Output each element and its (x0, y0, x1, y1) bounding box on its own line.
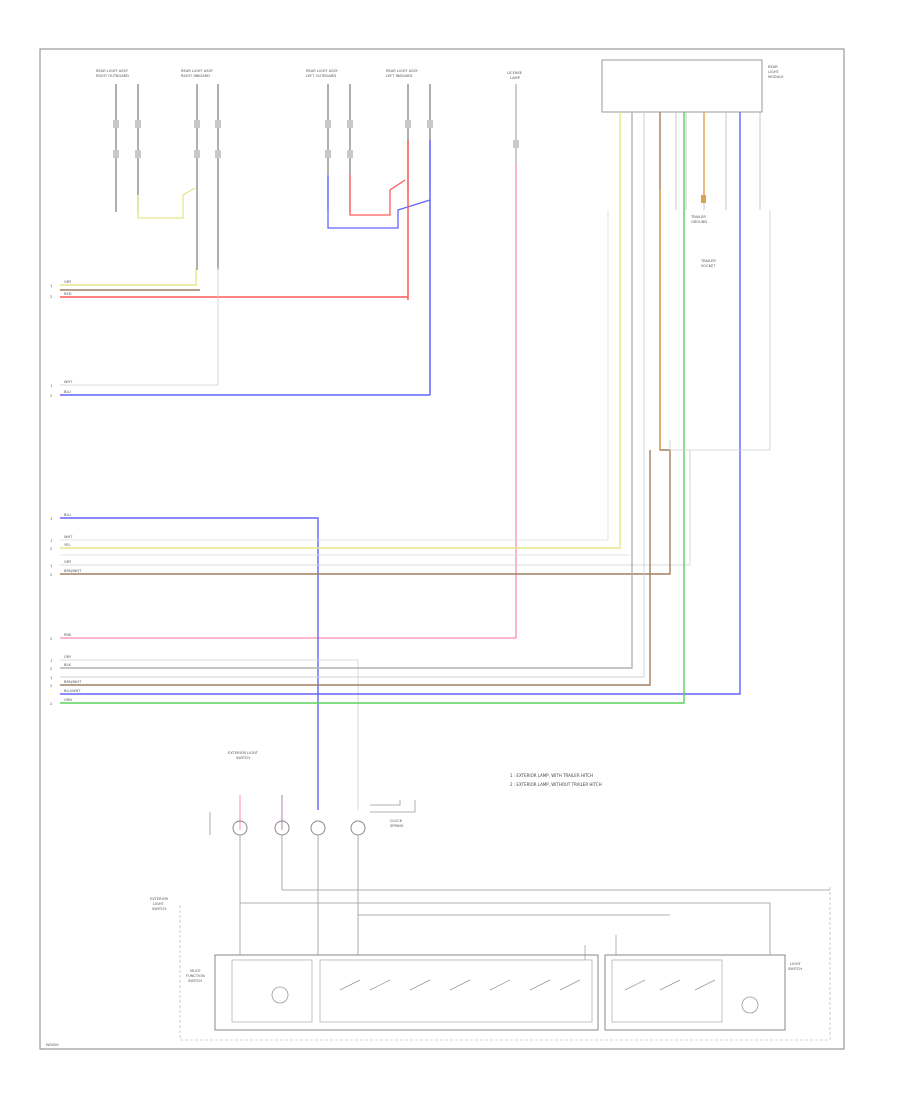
svg-text:2: 2 (50, 684, 52, 688)
svg-text:2: 2 (50, 667, 52, 671)
svg-text:REAR LIGHT ASSY: REAR LIGHT ASSY (306, 69, 339, 73)
svg-text:2: 2 (50, 573, 52, 577)
svg-text:LAMP: LAMP (510, 76, 521, 80)
svg-text:CLOCK: CLOCK (390, 819, 403, 823)
page-id-label: W0000 (46, 1043, 59, 1047)
svg-text:FUNCTION: FUNCTION (186, 974, 205, 978)
wire-label: YEL (64, 543, 70, 547)
svg-text:1: 1 (50, 539, 52, 543)
svg-text:1: 1 (50, 564, 52, 568)
svg-text:TRAILER: TRAILER (690, 215, 706, 219)
wire-label: BRN/WHT (64, 680, 82, 684)
note-1: 1 : EXTERIOR LAMP, WITH TRAILER HITCH (510, 773, 593, 778)
wire-label: BLU (64, 390, 71, 394)
svg-text:EXTERIOR: EXTERIOR (150, 897, 169, 901)
wire-label-group: GRY RED WHT BLU BLU WHT YEL GRY BRN/WHT … (64, 280, 82, 702)
svg-text:TRAILER: TRAILER (700, 259, 716, 263)
diagram-frame (39, 48, 845, 1050)
svg-text:SWITCH: SWITCH (236, 756, 250, 760)
svg-text:SWITCH: SWITCH (188, 979, 202, 983)
wire-label: GRY (64, 280, 72, 284)
light-switch-box: LIGHT SWITCH (604, 935, 802, 1031)
connector-top-left-group: REAR LIGHT ASSY RIGHT OUTBOARD REAR LIGH… (96, 69, 221, 270)
svg-text:1: 1 (50, 517, 52, 521)
svg-text:GROUND: GROUND (691, 220, 707, 224)
svg-text:REAR LIGHT ASSY: REAR LIGHT ASSY (386, 69, 419, 73)
svg-text:2: 2 (50, 637, 52, 641)
wire-label: PNK (64, 633, 72, 637)
wire-label: BRN/WHT (64, 569, 82, 573)
svg-text:2: 2 (50, 547, 52, 551)
wire-label: BLU/WHT (64, 689, 81, 693)
wire-label: BLU (64, 513, 71, 517)
wire-label: WHT (64, 380, 73, 384)
wire-label: GRY (64, 655, 72, 659)
svg-text:2: 2 (50, 702, 52, 706)
wire-label: WHT (64, 535, 73, 539)
notes-legend: 1 : EXTERIOR LAMP, WITH TRAILER HITCH 2 … (510, 773, 602, 787)
svg-text:SPRING: SPRING (390, 824, 404, 828)
wire-label: GRN (64, 698, 72, 702)
svg-text:EXTERIOR LIGHT: EXTERIOR LIGHT (228, 751, 259, 755)
svg-text:1: 1 (50, 284, 52, 288)
left-wire-tags: 1 2 1 2 1 1 2 1 2 2 1 2 1 2 2 (50, 284, 52, 706)
svg-text:2: 2 (50, 295, 52, 299)
svg-text:SWITCH: SWITCH (788, 967, 802, 971)
license-lamp-group: LICENSE LAMP (60, 71, 523, 639)
multi-function-switch-box: MULTI FUNCTION SWITCH (186, 945, 599, 1031)
rear-light-module: REAR LIGHT MODULE TRAILER GROUND TRAILER… (601, 59, 784, 268)
connector-label-right-inboard: REAR LIGHT ASSY (181, 69, 214, 73)
svg-text:MODULE: MODULE (768, 75, 784, 79)
switch-harness: EXTERIOR LIGHT SWITCH (150, 885, 831, 1041)
svg-text:1: 1 (50, 384, 52, 388)
svg-text:RIGHT OUTBOARD: RIGHT OUTBOARD (96, 74, 129, 78)
svg-text:1: 1 (50, 676, 52, 680)
svg-text:2: 2 (50, 394, 52, 398)
svg-text:SWITCH: SWITCH (152, 907, 166, 911)
svg-text:RIGHT INBOARD: RIGHT INBOARD (181, 74, 210, 78)
wire-label: RED (64, 292, 72, 296)
svg-text:LIGHT: LIGHT (153, 902, 165, 906)
svg-text:1: 1 (50, 659, 52, 663)
exterior-light-switch: EXTERIOR LIGHT SWITCH CLOCK SPRING (209, 751, 416, 955)
wire-label: GRY (64, 560, 72, 564)
svg-text:REAR: REAR (768, 65, 778, 69)
svg-text:LICENSE: LICENSE (507, 71, 523, 75)
connector-label-right-outboard: REAR LIGHT ASSY (96, 69, 129, 73)
svg-text:LIGHT: LIGHT (790, 962, 802, 966)
svg-text:LEFT INBOARD: LEFT INBOARD (386, 74, 412, 78)
connector-top-mid-group: REAR LIGHT ASSY LEFT OUTBOARD REAR LIGHT… (306, 69, 433, 395)
svg-text:LEFT OUTBOARD: LEFT OUTBOARD (306, 74, 336, 78)
wire-label: BLK (64, 663, 71, 667)
svg-text:LIGHT: LIGHT (768, 70, 780, 74)
bus-wires (60, 112, 771, 810)
svg-text:SOCKET: SOCKET (701, 264, 716, 268)
note-2: 2 : EXTERIOR LAMP, WITHOUT TRAILER HITCH (510, 782, 602, 787)
svg-text:MULTI: MULTI (190, 969, 201, 973)
